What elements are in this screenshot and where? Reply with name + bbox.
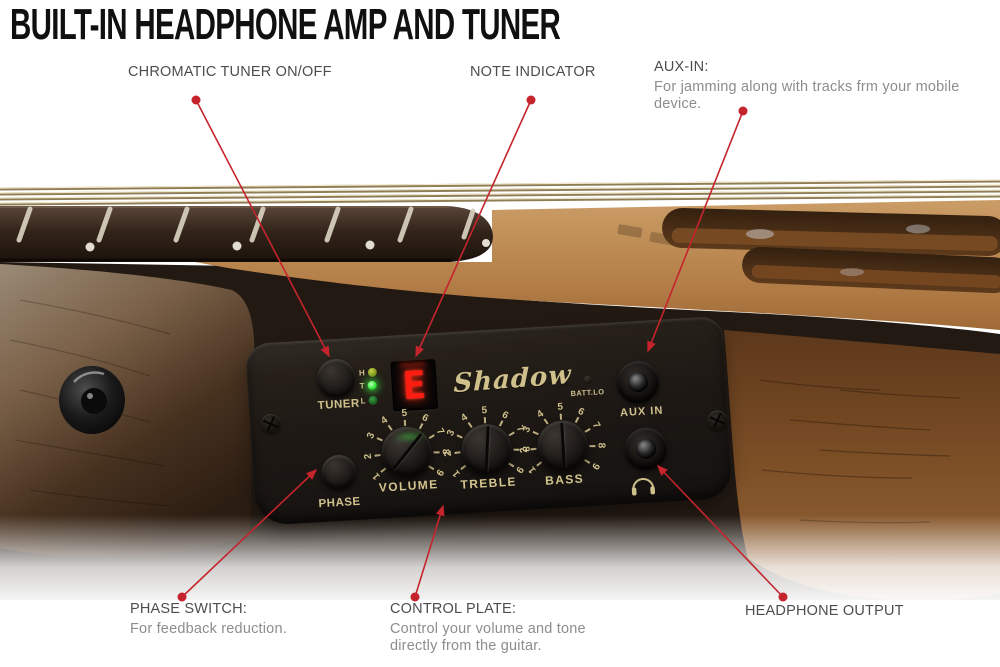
callout-chromatic-tuner: CHROMATIC TUNER ON/OFF xyxy=(128,64,332,81)
callout-headphone-output: HEADPHONE OUTPUT xyxy=(745,603,904,620)
page-title: BUILT-IN HEADPHONE AMP AND TUNER xyxy=(10,0,561,49)
bass-knob-body xyxy=(536,419,590,473)
callout-note-indicator: NOTE INDICATOR xyxy=(470,64,596,81)
knob-scale-tick xyxy=(380,467,387,473)
tuner-button xyxy=(316,357,357,399)
knob-scale-tick xyxy=(376,437,383,442)
callout-heading: CHROMATIC TUNER ON/OFF xyxy=(128,64,332,80)
led-reflection xyxy=(392,429,428,444)
knob-scale-tick xyxy=(374,454,381,457)
led-high-label: H xyxy=(358,367,365,378)
knob-scale-number: 2 xyxy=(362,453,375,461)
knob-scale-tick xyxy=(483,416,486,423)
knob-scale-number: 2 xyxy=(518,447,531,454)
knob-scale-tick xyxy=(574,416,579,423)
led-tuned: T xyxy=(359,380,377,391)
knob-scale-number: 5 xyxy=(557,401,564,413)
treble-knob-indicator xyxy=(484,426,490,473)
knob-scale-number: 4 xyxy=(379,414,391,427)
knob-scale-tick xyxy=(387,424,393,431)
knob-scale-tick xyxy=(467,422,473,428)
knob-scale-tick xyxy=(532,431,539,436)
knob-scale-number: 7 xyxy=(589,420,602,432)
callout-heading: AUX-IN: xyxy=(654,59,709,75)
callout-heading: HEADPHONE OUTPUT xyxy=(745,603,904,619)
bass-knob-indicator xyxy=(559,422,566,469)
screw-icon xyxy=(260,413,282,435)
volume-knob-body xyxy=(380,425,434,479)
control-plate: TUNER PHASE H T L E Shadow BATT.LO AUX I… xyxy=(245,315,733,527)
knob-scale-number: 4 xyxy=(459,411,471,424)
led-high: H xyxy=(359,367,377,378)
knob-scale-tick xyxy=(418,422,423,429)
knob-scale-tick xyxy=(456,435,463,440)
aux-jack xyxy=(615,359,661,405)
led-tuned-indicator xyxy=(367,380,377,390)
callout-heading: PHASE SWITCH: xyxy=(130,601,247,617)
battery-led-indicator xyxy=(583,375,592,385)
knob-scale-tick xyxy=(589,445,596,447)
headphone-jack-hole xyxy=(635,438,657,460)
screw-icon xyxy=(706,409,728,432)
callout-description: For feedback reduction. xyxy=(130,621,287,637)
knob-scale-tick xyxy=(543,418,549,425)
treble-knob-body xyxy=(460,422,514,476)
callout-description: Control your volume and tone directly fr… xyxy=(390,621,586,654)
knob-scale-number: 5 xyxy=(401,407,408,420)
knob-scale-tick xyxy=(536,461,543,467)
callout-phase-switch: PHASE SWITCH: For feedback reduction. xyxy=(130,601,287,638)
callout-control-plate: CONTROL PLATE: Control your volume and t… xyxy=(390,601,595,655)
headphone-jack xyxy=(623,426,669,471)
knob-scale-number: 3 xyxy=(445,428,458,439)
knob-scale-number: 5 xyxy=(481,405,488,417)
bass-knob-label: BASS xyxy=(544,471,585,488)
callout-aux-in: AUX-IN: For jamming along with tracks fr… xyxy=(654,59,1000,113)
callout-description: For jamming along with tracks frm your m… xyxy=(654,79,960,112)
knob-scale-tick xyxy=(498,420,503,427)
knob-scale-number: 4 xyxy=(535,407,547,421)
callout-heading: NOTE INDICATOR xyxy=(470,64,596,80)
knob-scale-tick xyxy=(559,413,562,420)
led-high-indicator xyxy=(367,367,377,377)
knob-scale-tick xyxy=(584,458,591,464)
knob-scale-number: 6 xyxy=(575,405,586,418)
aux-jack-hole xyxy=(627,371,649,393)
strap-pin-icon xyxy=(59,366,125,434)
callout-heading: CONTROL PLATE: xyxy=(390,601,517,617)
headphone-icon xyxy=(631,477,656,496)
led-tuned-label: T xyxy=(359,380,365,391)
knob-scale-number: 8 xyxy=(595,443,607,449)
knob-scale-number: 3 xyxy=(521,425,534,435)
knob-scale-tick xyxy=(530,448,537,451)
knob-scale-tick xyxy=(404,419,406,426)
knob-scale-number: 3 xyxy=(365,431,378,442)
knob-scale-tick xyxy=(454,451,461,454)
knob-scale-tick xyxy=(460,465,467,470)
knob-scale-number: 2 xyxy=(442,450,455,458)
knob-scale-tick xyxy=(584,428,591,433)
